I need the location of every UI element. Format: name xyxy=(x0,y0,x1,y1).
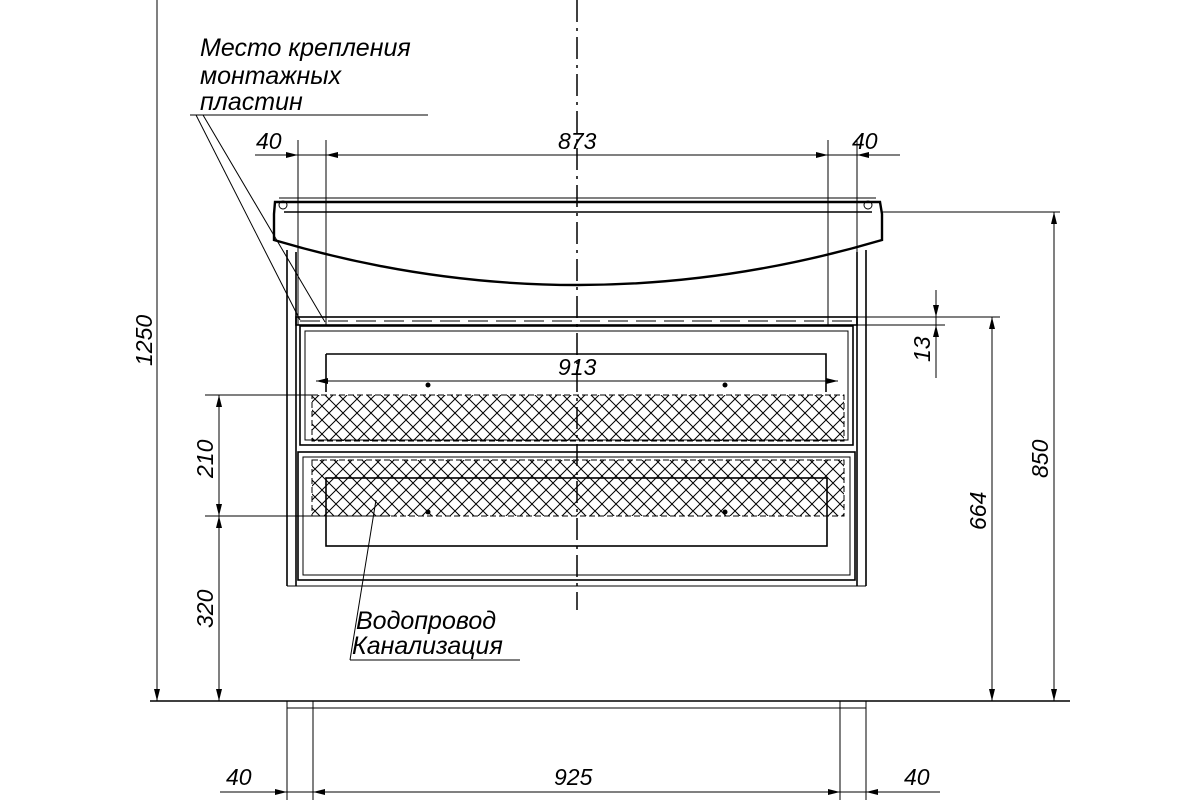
sink-basin xyxy=(272,197,884,287)
dim-inner-span: 913 xyxy=(558,354,597,380)
drawer-lower xyxy=(297,451,856,581)
dim-top-right: 40 xyxy=(852,128,878,154)
bottom-dimension-group xyxy=(220,701,940,800)
dim-floor-to-pipe: 320 xyxy=(192,589,218,628)
pipes-leader xyxy=(349,499,520,661)
dim-overall-height: 850 xyxy=(1027,439,1053,478)
top-dimension-group xyxy=(255,140,900,325)
note-pipes-line1: Водопровод xyxy=(356,607,496,635)
dim-gap: 13 xyxy=(909,336,935,362)
dim-bottom-right: 40 xyxy=(904,764,930,790)
dim-bottom-left: 40 xyxy=(226,764,252,790)
note-pipes-line2: Канализация xyxy=(352,632,503,660)
mounting-leader xyxy=(190,114,428,323)
pipe-zone-upper xyxy=(311,394,845,442)
note-mounting-line1: Место крепления xyxy=(200,34,411,62)
dim-top-span: 873 xyxy=(558,128,597,154)
left-dimension-group xyxy=(154,0,390,701)
right-dimension-group xyxy=(857,211,1060,701)
pipe-zone-lower xyxy=(311,459,845,517)
note-mounting-line3: пластин xyxy=(200,88,303,116)
dim-cabinet-height: 664 xyxy=(965,492,991,530)
dim-bottom-span: 925 xyxy=(554,764,593,790)
dim-total-height: 1250 xyxy=(131,315,157,366)
dim-top-left: 40 xyxy=(256,128,282,154)
note-mounting-line2: монтажных xyxy=(200,62,343,90)
inner-dimension-group xyxy=(316,378,838,384)
dim-drawer-height: 210 xyxy=(192,439,218,479)
